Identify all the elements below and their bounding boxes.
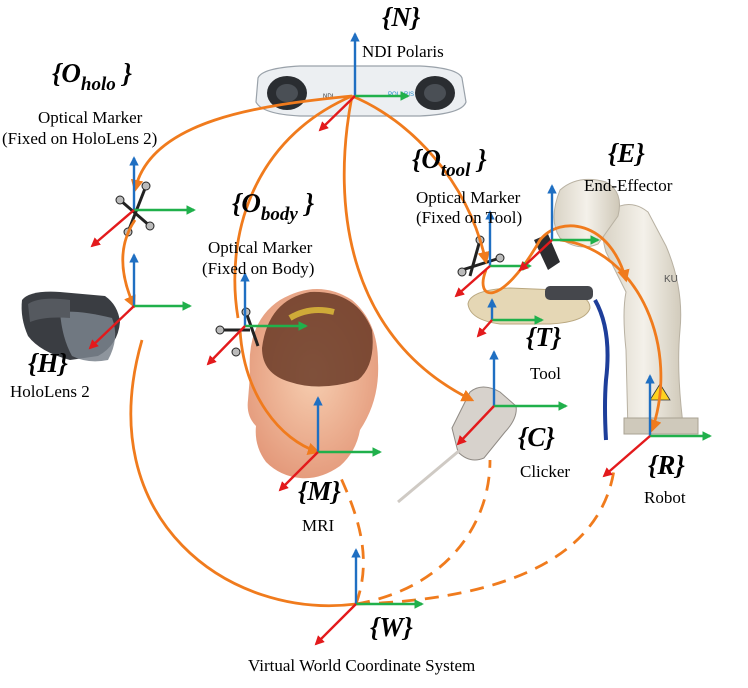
- caption-O-holo-1: Optical Marker: [38, 108, 143, 127]
- label-R: {R}: [648, 450, 685, 480]
- axes-Oholo: [90, 156, 196, 248]
- curve-H-to-W: [129, 339, 357, 607]
- caption-C: Clicker: [520, 462, 571, 481]
- axes-M: [278, 396, 382, 492]
- curve-Oholo-to-H: [121, 219, 137, 309]
- caption-E: End-Effector: [584, 176, 673, 195]
- caption-H: HoloLens 2: [10, 382, 90, 401]
- label-O-tool: {Otool }: [412, 144, 487, 181]
- ndi-polaris-camera: NDI POLARIS: [255, 65, 467, 117]
- axes-Obody: [206, 272, 308, 366]
- dashed-transform-curves: [338, 459, 616, 606]
- label-O-body: {Obody }: [232, 188, 314, 225]
- label-C: {C}: [518, 422, 555, 452]
- caption-N: NDI Polaris: [362, 42, 444, 61]
- transform-curves: [121, 94, 663, 607]
- label-E: {E}: [608, 138, 645, 168]
- curve-N-to-Oholo: [130, 94, 353, 193]
- axes-H: [88, 253, 192, 350]
- axes-W: [314, 548, 424, 646]
- caption-M: MRI: [302, 516, 335, 535]
- clicker-device: [397, 386, 517, 504]
- label-N: {N}: [382, 2, 421, 32]
- curve-E-to-R: [559, 238, 663, 433]
- curve-N-to-Obody: [233, 94, 353, 319]
- axes-C: [456, 350, 568, 446]
- mri-head-model: [247, 289, 379, 479]
- label-H: {H}: [28, 348, 68, 378]
- axes-E: [518, 184, 600, 272]
- ndi-logo-text: NDI: [323, 94, 334, 100]
- tool-stage: [467, 234, 610, 441]
- axes-N: [318, 32, 410, 132]
- caption-O-body-1: Optical Marker: [208, 238, 313, 257]
- curve-N-to-Otool: [351, 94, 490, 265]
- label-O-holo: {Oholo }: [52, 58, 132, 95]
- axes-R: [602, 374, 712, 478]
- curve-Otool-to-E: [481, 224, 630, 295]
- axes-T: [476, 298, 544, 338]
- caption-O-tool-1: Optical Marker: [416, 188, 521, 207]
- kuka-logo-text: KU: [664, 274, 678, 285]
- caption-T: Tool: [530, 364, 561, 383]
- caption-O-tool-2: (Fixed on Tool): [416, 208, 523, 227]
- dashed-W-to-M: [338, 475, 365, 605]
- label-W: {W}: [370, 612, 413, 642]
- dashed-W-to-C: [355, 459, 492, 606]
- curve-N-to-C: [342, 95, 475, 402]
- curve-Obody-to-M: [238, 329, 321, 455]
- caption-W: Virtual World Coordinate System: [248, 656, 476, 675]
- dashed-W-to-R: [355, 469, 616, 606]
- caption-O-holo-2: (Fixed on HoloLens 2): [2, 129, 158, 148]
- caption-O-body-2: (Fixed on Body): [202, 259, 315, 278]
- label-M: {M}: [298, 476, 341, 506]
- label-T: {T}: [526, 322, 562, 352]
- caption-R: Robot: [644, 488, 686, 507]
